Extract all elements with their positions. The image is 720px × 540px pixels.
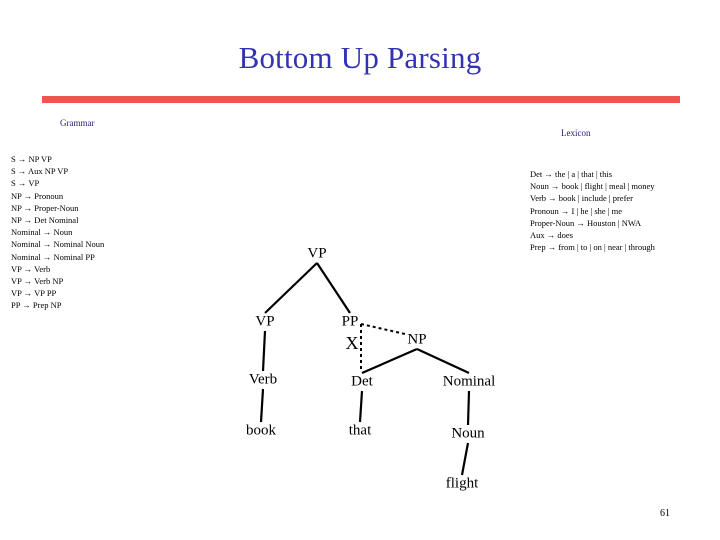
grammar-rule-6: Nominal → Noun: [11, 227, 73, 238]
tree-edge-edge-vproot-vpleft: [264, 262, 318, 314]
tree-edge-edge-noun-flight: [460, 442, 470, 476]
lexicon-rule-3: Pronoun → I | he | she | me: [530, 205, 622, 216]
tree-edge-edge-pp-np: [360, 323, 406, 335]
tree-node-flight-leaf: flight: [445, 475, 479, 492]
tree-node-x-mark: X: [345, 333, 359, 353]
lexicon-rule-4: Proper-Noun → Houston | NWA: [530, 217, 642, 228]
grammar-rule-4: NP → Proper-Noun: [11, 202, 79, 213]
grammar-rule-7: Nominal → Nominal Noun: [11, 239, 105, 250]
grammar-rule-10: VP → Verb NP: [11, 276, 64, 287]
lexicon-rule-6: Prep → from | to | on | near | through: [530, 242, 655, 253]
grammar-rule-3: NP → Pronoun: [11, 190, 64, 201]
lexicon-rule-0: Det → the | a | that | this: [530, 169, 613, 179]
tree-edge-edge-vproot-pp: [316, 262, 351, 314]
tree-node-noun-node: Noun: [451, 425, 485, 442]
tree-edge-edge-det-that: [358, 390, 364, 423]
grammar-rule-11: VP → VP PP: [11, 288, 57, 299]
tree-edge-edge-nominal-noun: [466, 390, 471, 426]
lexicon-rule-1: Noun → book | flight | meal | money: [530, 181, 655, 192]
title-divider-rule: [42, 96, 680, 103]
grammar-caption: Grammar: [60, 118, 95, 128]
page-title: Bottom Up Parsing: [238, 40, 482, 75]
tree-node-verb-node: Verb: [248, 371, 278, 388]
tree-node-det-node: Det: [351, 373, 373, 390]
grammar-rule-0: S → NP VP: [11, 154, 52, 164]
grammar-rule-5: NP → Det Nominal: [11, 215, 79, 226]
tree-edge-edge-verb-book: [259, 388, 265, 423]
grammar-rule-1: S → Aux NP VP: [11, 166, 69, 177]
lexicon-rule-5: Aux → does: [530, 230, 573, 241]
grammar-rule-2: S → VP: [11, 178, 40, 189]
tree-node-that-leaf: that: [348, 422, 372, 439]
tree-node-vp-left: VP: [255, 313, 275, 330]
tree-node-np-node: NP: [407, 331, 427, 348]
tree-node-pp-node: PP: [341, 313, 359, 330]
grammar-rule-8: Nominal → Nominal PP: [11, 251, 95, 262]
page-number: 61: [660, 508, 670, 519]
lexicon-caption: Lexicon: [561, 128, 591, 138]
tree-edge-edge-np-det: [361, 347, 418, 375]
lexicon-rule-2: Verb → book | include | prefer: [530, 193, 634, 204]
tree-node-book-leaf: book: [246, 422, 276, 439]
grammar-rule-12: PP → Prep NP: [11, 300, 62, 311]
tree-node-nominal-node: Nominal: [442, 373, 496, 390]
grammar-rule-9: VP → Verb: [11, 263, 51, 274]
tree-node-vp-root: VP: [307, 245, 327, 262]
tree-edge-edge-vpleft-verb: [261, 330, 267, 372]
tree-edge-edge-np-nominal: [416, 348, 470, 374]
